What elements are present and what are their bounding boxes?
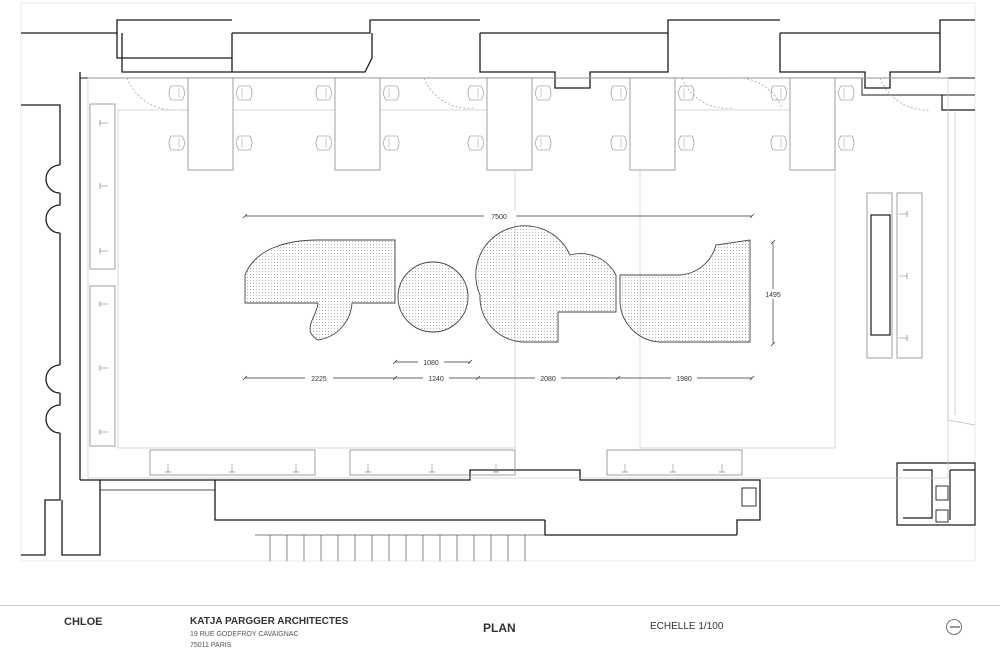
table-1 [187, 77, 234, 171]
shelves [89, 103, 923, 476]
table-5 [789, 77, 836, 171]
dim-top-circle: 1080 [423, 360, 439, 367]
dim-depth: 1495 [765, 292, 781, 299]
chair-icon [467, 85, 484, 101]
shelf-left-upper [89, 103, 116, 270]
shelf-right-2 [896, 192, 923, 359]
shelf-peg [99, 300, 109, 308]
shelf-peg [621, 463, 629, 473]
north-arrow-icon [946, 619, 962, 635]
dim-seg-4: 1980 [676, 376, 692, 383]
display-table [244, 225, 751, 343]
shelf-bottom-1 [149, 449, 316, 476]
shelf-right-1 [866, 192, 893, 359]
dim-seg-1: 2225 [311, 376, 327, 383]
shelf-peg [428, 463, 436, 473]
display-piece-3 [475, 225, 617, 343]
shelf-peg [228, 463, 236, 473]
chair-icon [383, 135, 400, 151]
display-piece-4 [619, 239, 751, 343]
bottom-wall [100, 469, 761, 536]
right-light-lines [947, 112, 976, 426]
shelf-peg [669, 463, 677, 473]
project-name: CHLOE [64, 616, 103, 628]
shelf-left-lower [89, 285, 116, 447]
chair-icon [383, 85, 400, 101]
title-block-divider [0, 605, 1000, 606]
firm-address-line1: 19 RUE GODEFROY CAVAIGNAC [190, 631, 299, 638]
table-3 [486, 77, 533, 171]
shelf-peg [898, 272, 908, 280]
chair-icon [236, 135, 253, 151]
floor-plan: 7500 1495 1080 2225 1240 2080 1980 [20, 2, 976, 562]
shelf-peg [898, 210, 908, 218]
chair-icon [678, 135, 695, 151]
chair-icon [610, 135, 627, 151]
display-piece-1 [244, 239, 396, 341]
dimension-labels: 7500 1495 1080 2225 1240 2080 1980 [305, 211, 786, 383]
chair-icon [535, 135, 552, 151]
shelf-peg [99, 364, 109, 372]
shelf-peg [364, 463, 372, 473]
chair-icon [467, 135, 484, 151]
shelf-peg [99, 428, 109, 436]
shelf-peg [898, 334, 908, 342]
chair-icon [315, 85, 332, 101]
drawing-title: PLAN [483, 621, 516, 635]
shelf-peg [99, 182, 109, 190]
display-piece-2 [397, 261, 469, 333]
stair-treads [269, 535, 526, 561]
chair-icon [610, 85, 627, 101]
chair-icon [770, 135, 787, 151]
drawing-scale: ECHELLE 1/100 [650, 621, 724, 632]
shelf-bottom-2 [349, 449, 516, 476]
chair-icon [770, 85, 787, 101]
chair-icon [838, 135, 855, 151]
small-units [741, 485, 949, 523]
chair-icon [236, 85, 253, 101]
shelf-peg [292, 463, 300, 473]
table-4 [629, 77, 676, 171]
dim-seg-3: 2080 [540, 376, 556, 383]
shelf-peg [492, 463, 500, 473]
chair-icon [838, 85, 855, 101]
dim-seg-2: 1240 [428, 376, 444, 383]
chair-icon [315, 135, 332, 151]
chair-icon [168, 85, 185, 101]
right-wall [896, 95, 976, 526]
shelf-peg [99, 119, 109, 127]
shelf-peg [718, 463, 726, 473]
firm-name: KATJA PARGGER ARCHITECTES [190, 616, 349, 627]
shelf-bottom-3 [606, 449, 743, 476]
shelf-peg [164, 463, 172, 473]
table-2 [334, 77, 381, 171]
chair-icon [535, 85, 552, 101]
chair-icon [168, 135, 185, 151]
sheet-frame [20, 2, 976, 562]
display-unit-right [870, 214, 891, 336]
left-wall [21, 72, 101, 556]
firm-address-line2: 75011 PARIS [190, 642, 232, 649]
dim-overall-width: 7500 [491, 214, 507, 221]
tables [187, 77, 836, 171]
shelf-peg [99, 247, 109, 255]
